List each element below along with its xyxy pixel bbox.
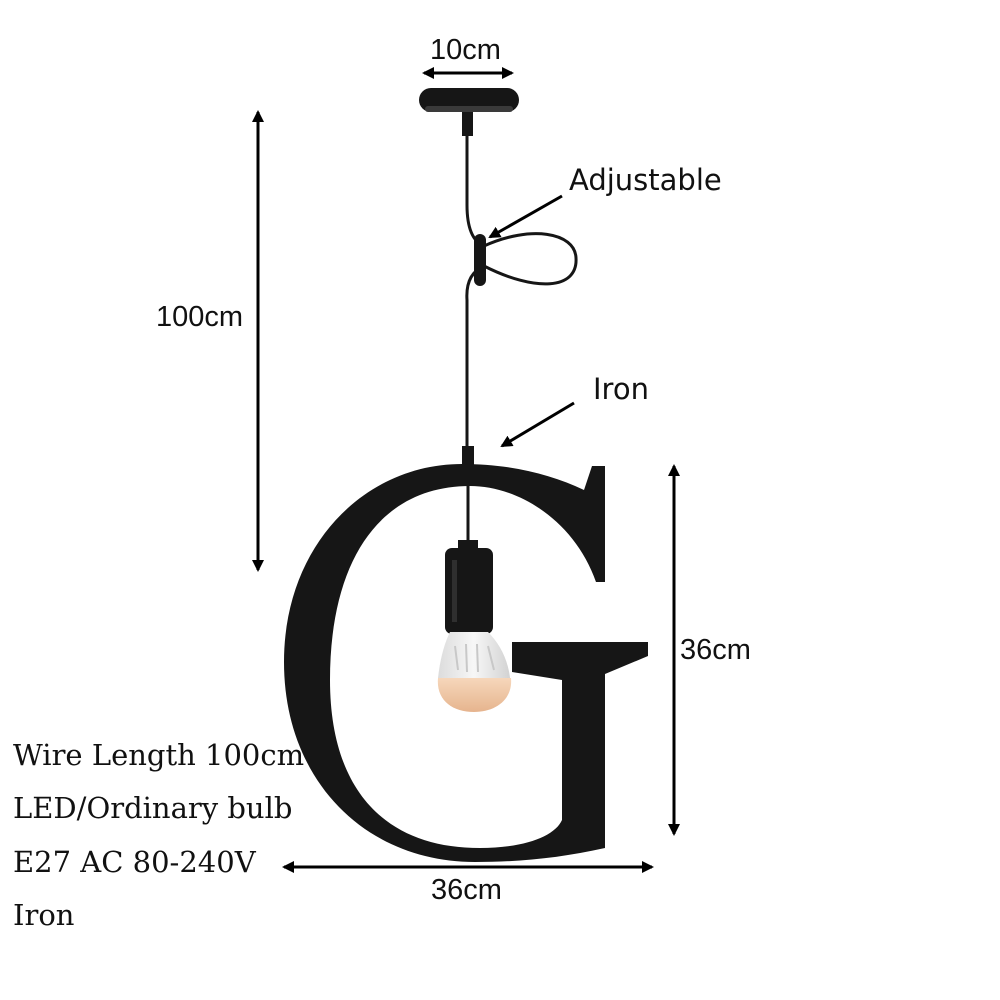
wire-adjuster-clip: [474, 234, 486, 286]
letter-height-label: 36cm: [680, 634, 751, 666]
ceiling-canopy: [419, 88, 519, 136]
canopy-width-label: 10cm: [430, 34, 501, 66]
wire-length-label: 100cm: [156, 301, 244, 333]
iron-callout-label: Iron: [593, 372, 649, 406]
spec-material: Iron: [13, 898, 75, 932]
power-wire: [465, 134, 578, 455]
letter-g-frame: [284, 464, 648, 862]
adjustable-callout-arrow: [488, 194, 563, 239]
adjustable-callout-label: Adjustable: [569, 163, 722, 197]
letter-width-label: 36cm: [431, 874, 502, 906]
spec-bulb-type: LED/Ordinary bulb: [13, 791, 293, 825]
iron-callout-arrow: [500, 401, 575, 448]
spec-voltage: E27 AC 80-240V: [13, 845, 256, 879]
spec-wire-length: Wire Length 100cm: [13, 738, 305, 772]
bulb-assembly: [437, 446, 512, 712]
